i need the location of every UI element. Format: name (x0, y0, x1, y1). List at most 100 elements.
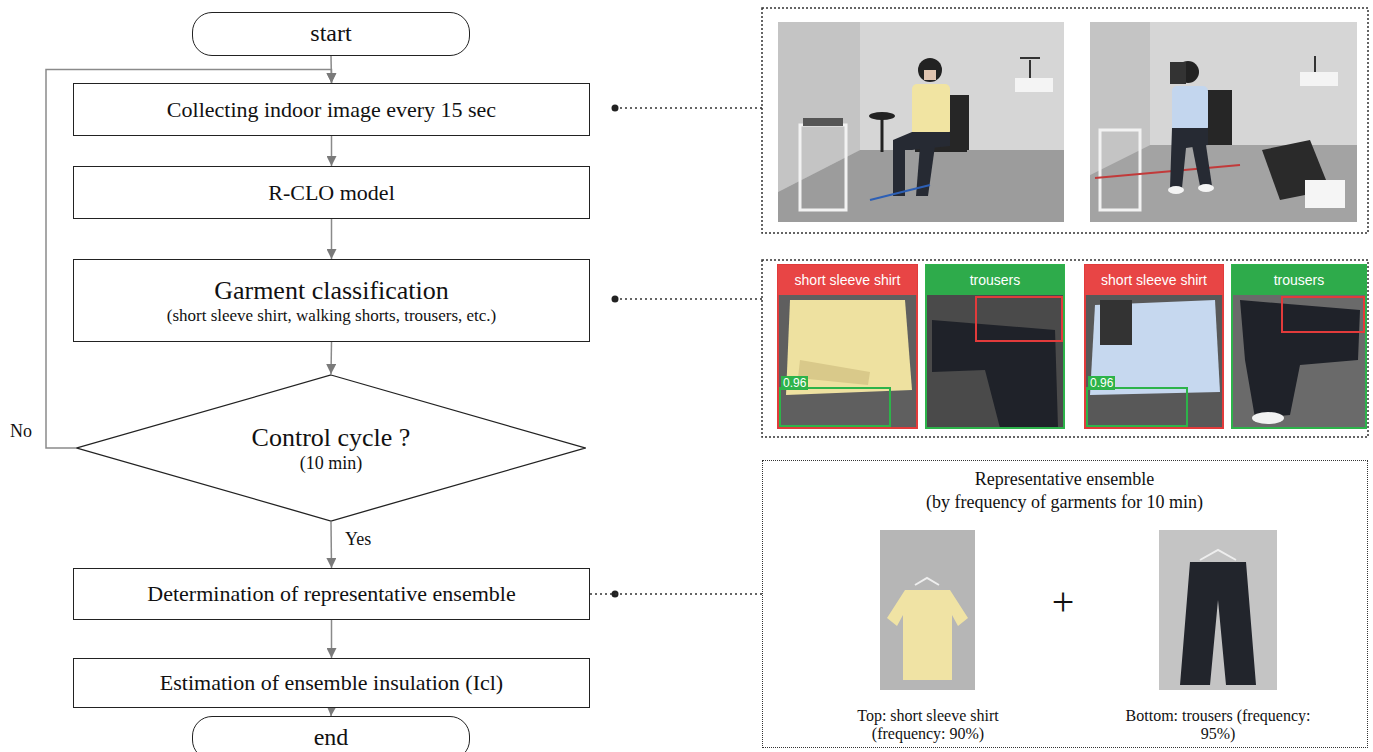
detection-box (1232, 265, 1366, 428)
desk-frame (800, 125, 846, 210)
leader-line (590, 593, 762, 595)
detection-box (976, 297, 1062, 341)
garment-photo (880, 530, 975, 690)
detection-crop (1085, 265, 1223, 428)
detection-crop (1232, 265, 1366, 428)
flow-arrow (331, 620, 333, 658)
anemometer (1029, 60, 1031, 78)
terminal-box: start (192, 12, 470, 56)
sensor (1015, 78, 1053, 92)
decision-diamond: Control cycle ?(10 min) (76, 374, 586, 522)
leader-line (615, 298, 762, 300)
yellow-shirt (912, 84, 950, 136)
face (924, 70, 936, 80)
dotted-panel (762, 260, 1368, 437)
desk-frame (1100, 130, 1140, 210)
class-tag: trousers (926, 265, 1064, 295)
shoe (1198, 184, 1214, 192)
tablet (1100, 300, 1132, 345)
detection-box (778, 265, 917, 428)
crop-ground (1232, 265, 1366, 428)
node-text: short sleeve shirt (795, 272, 901, 288)
floor-tape (870, 185, 930, 200)
trousers (1180, 562, 1256, 685)
dotted-panel (762, 8, 1368, 233)
connectors (46, 56, 762, 716)
node-text: Estimation of ensemble insulation (Icl) (160, 670, 503, 695)
flow-arrow (331, 136, 333, 166)
blue-shirt (1172, 86, 1208, 132)
panel-subheading: (by frequency of garments for 10 min) (763, 492, 1366, 513)
garment-caption: Top: short sleeve shirt (frequency: 90%) (833, 707, 1023, 744)
crop-ground (926, 265, 1064, 428)
head (918, 58, 942, 82)
photo-ground (1090, 22, 1357, 222)
node-text: Control cycle ? (252, 423, 411, 453)
detection-box (1085, 265, 1223, 428)
photo-ground (880, 530, 975, 690)
node-text: start (310, 20, 351, 48)
node-text: R-CLO model (268, 180, 395, 205)
laptop (803, 118, 843, 126)
edge-label: No (8, 422, 34, 442)
stool-leg (881, 118, 884, 152)
class-tag: short sleeve shirt (778, 265, 917, 295)
confidence-score: 0.96 (1088, 376, 1115, 390)
trousers-leg (1192, 145, 1212, 186)
crop-ground (1085, 265, 1223, 428)
trousers (1240, 300, 1360, 418)
process-box: Garment classification(short sleeve shir… (73, 259, 590, 342)
plus-sign: + (1043, 579, 1083, 625)
tablet (1170, 62, 1186, 84)
confidence-score: 0.96 (781, 376, 808, 390)
node-text: short sleeve shirt (1101, 272, 1207, 288)
class-tag: trousers (1232, 265, 1366, 295)
photo-ground (778, 22, 1064, 222)
detection-crop (926, 265, 1064, 428)
node-text: Garment classification (214, 276, 449, 306)
detection-box (1282, 297, 1364, 332)
floor-tape (1095, 165, 1240, 178)
shoe (1168, 186, 1184, 194)
shirt (887, 590, 968, 680)
class-tag: short sleeve shirt (1085, 265, 1223, 295)
node-text: trousers (970, 272, 1021, 288)
anemometer (1020, 57, 1040, 59)
node-text: Collecting indoor image every 15 sec (167, 97, 496, 122)
ensemble-panel: Representative ensemble(by frequency of … (762, 460, 1368, 748)
leader-line (615, 107, 762, 109)
flow-arrow (330, 708, 332, 716)
flow-arrow (330, 342, 332, 374)
sensor (1300, 72, 1338, 86)
flow-arrow (331, 219, 333, 259)
node-text: trousers (1274, 272, 1325, 288)
process-box: R-CLO model (73, 166, 590, 219)
garment-photo (1159, 530, 1277, 690)
hanger (1200, 550, 1236, 560)
node-text: end (314, 724, 349, 752)
detection-box (780, 388, 890, 426)
arm (798, 360, 870, 385)
process-box: Collecting indoor image every 15 sec (73, 83, 590, 136)
detection-box (1087, 388, 1187, 426)
node-subtext: (10 min) (300, 453, 363, 474)
detection-box (926, 265, 1064, 428)
garment-caption: Bottom: trousers (frequency: 95%) (1123, 707, 1313, 744)
paper (1305, 180, 1345, 208)
shoe (1252, 412, 1284, 424)
leader-dot (612, 296, 619, 303)
room-photo (778, 22, 1064, 222)
terminal-box: end (192, 716, 470, 752)
room-photo (1090, 22, 1357, 222)
leader-dot (612, 105, 619, 112)
node-subtext: (short sleeve shirt, walking shorts, tro… (167, 306, 497, 326)
flow-arrow (330, 522, 332, 568)
detection-crop (778, 265, 917, 428)
process-box: Determination of representative ensemble (73, 568, 590, 620)
photo-ground (1159, 530, 1277, 690)
trousers (932, 320, 1058, 428)
edge-label: Yes (343, 530, 373, 550)
process-box: Estimation of ensemble insulation (Icl) (73, 658, 590, 708)
node-text: Determination of representative ensemble (147, 581, 515, 606)
